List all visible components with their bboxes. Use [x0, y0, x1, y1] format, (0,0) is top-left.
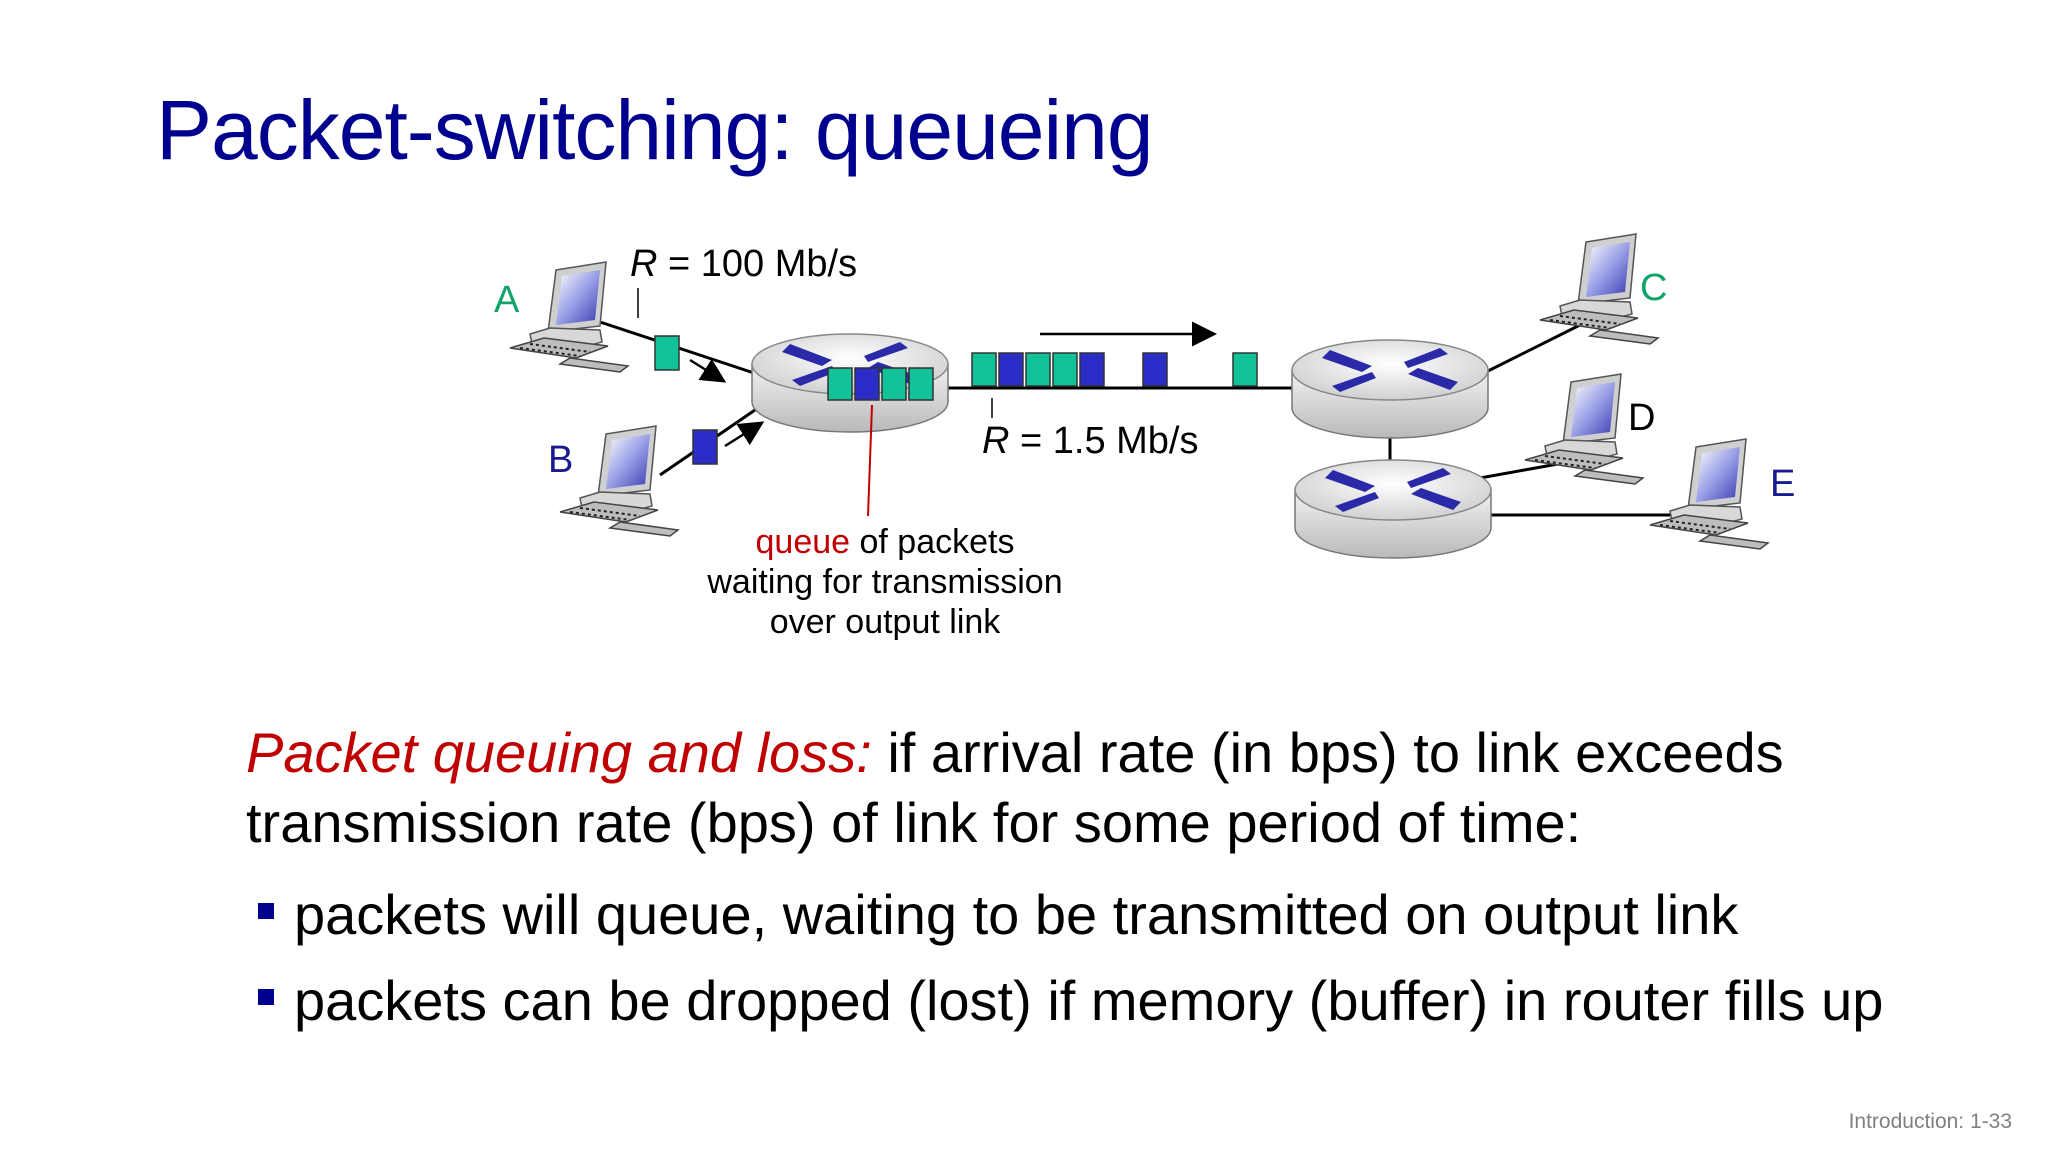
- router-right-top: [1291, 339, 1489, 439]
- link-packet: [971, 352, 997, 387]
- queuing-loss-paragraph: Packet queuing and loss: if arrival rate…: [246, 718, 1946, 858]
- host-label-d: D: [1628, 397, 1655, 439]
- queue-caption-line2: waiting for transmission: [706, 563, 1062, 601]
- packet-from-a: [654, 335, 680, 371]
- link-packet: [1232, 352, 1258, 387]
- link-packet: [998, 352, 1024, 387]
- arrow-b-in: [724, 421, 765, 448]
- rate-out-label: R = 1.5 Mb/s: [982, 420, 1199, 462]
- queued-packet: [881, 367, 907, 401]
- queued-packet: [854, 367, 880, 401]
- queue-caption-line1: queue of packets: [756, 523, 1015, 561]
- queued-packet: [827, 367, 853, 401]
- queue-caption-line3: over output link: [770, 603, 1002, 641]
- link-a-router: [599, 320, 761, 377]
- link-packet: [1142, 352, 1168, 387]
- queued-packet: [908, 367, 934, 401]
- link-packet: [1025, 352, 1051, 387]
- slide-title: Packet-switching: queueing: [156, 83, 1154, 177]
- link-packet: [1052, 352, 1078, 387]
- host-label-a: A: [494, 279, 520, 321]
- queue-pointer: [867, 404, 873, 517]
- packet-from-b: [692, 429, 718, 465]
- bullet-text: packets will queue, waiting to be transm…: [294, 883, 1739, 946]
- arrow-a-in: [689, 358, 727, 383]
- host-label-e: E: [1770, 463, 1795, 505]
- computer-b: [559, 425, 679, 537]
- bullet-text: packets can be dropped (lost) if memory …: [294, 969, 1884, 1032]
- queuing-loss-heading: Packet queuing and loss:: [246, 721, 872, 784]
- link-router-c: [1479, 318, 1591, 377]
- router-right-bottom: [1294, 459, 1492, 559]
- computer-a: [509, 261, 629, 373]
- rate-in-label: R = 100 Mb/s: [630, 243, 857, 285]
- host-label-c: C: [1640, 267, 1667, 309]
- bullet-square-icon: [258, 988, 274, 1005]
- computer-e: [1649, 438, 1769, 550]
- bullet-square-icon: [258, 902, 274, 919]
- slide-footer: Introduction: 1-33: [1848, 1110, 2012, 1133]
- bullet-item: packets will queue, waiting to be transm…: [258, 882, 1738, 947]
- bullet-item: packets can be dropped (lost) if memory …: [258, 968, 1883, 1033]
- link-packet: [1079, 352, 1105, 387]
- host-label-b: B: [548, 439, 573, 481]
- queuing-loss-text: if arrival rate (in bps) to link exceeds…: [246, 721, 1784, 854]
